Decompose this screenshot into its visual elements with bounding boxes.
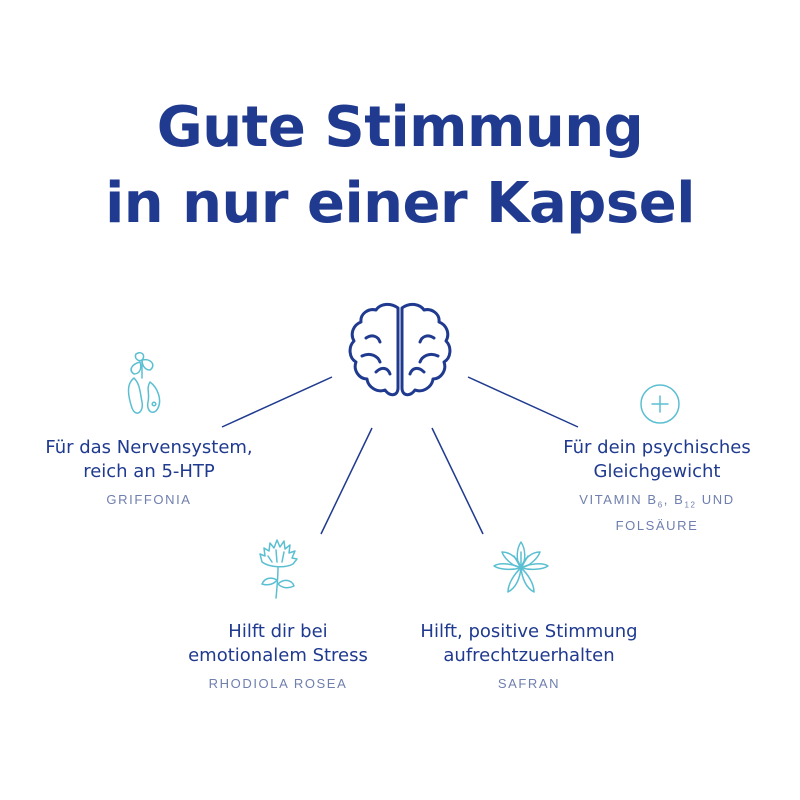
connector-left bbox=[221, 376, 333, 428]
plus-circle-icon bbox=[640, 384, 680, 424]
connector-bottom-left bbox=[320, 427, 373, 535]
benefit-rhodiola: Hilft dir bei emotionalem Stress RHODIOL… bbox=[150, 620, 406, 694]
brain-icon bbox=[348, 302, 452, 397]
connector-right bbox=[467, 376, 579, 428]
benefit-headline: Für das Nervensystem, reich an 5-HTP bbox=[45, 437, 253, 482]
benefit-vitamin: Für dein psychisches Gleichgewicht VITAM… bbox=[530, 436, 784, 536]
benefit-headline: Hilft dir bei emotionalem Stress bbox=[188, 621, 368, 666]
ingredient-label: GRIFFONIA bbox=[106, 492, 192, 507]
benefit-griffonia: Für das Nervensystem, reich an 5-HTP GRI… bbox=[22, 436, 276, 510]
title-line-2: in nur einer Kapsel bbox=[105, 170, 695, 236]
connector-bottom-right bbox=[431, 427, 484, 535]
ingredient-label: VITAMIN B6, B12 UND FOLSÄURE bbox=[579, 492, 735, 533]
seed-pod-icon bbox=[127, 351, 161, 414]
title-line-1: Gute Stimmung bbox=[156, 94, 644, 160]
benefit-headline: Hilft, positive Stimmung aufrechtzuerhal… bbox=[420, 621, 638, 666]
flower-icon bbox=[259, 539, 298, 599]
page-title: Gute Stimmung in nur einer Kapsel bbox=[0, 90, 800, 242]
crocus-flower-icon bbox=[493, 541, 549, 593]
benefit-safran: Hilft, positive Stimmung aufrechtzuerhal… bbox=[388, 620, 670, 694]
ingredient-label: SAFRAN bbox=[497, 676, 561, 691]
benefit-headline: Für dein psychisches Gleichgewicht bbox=[563, 437, 751, 482]
ingredient-label: RHODIOLA ROSEA bbox=[208, 676, 348, 691]
